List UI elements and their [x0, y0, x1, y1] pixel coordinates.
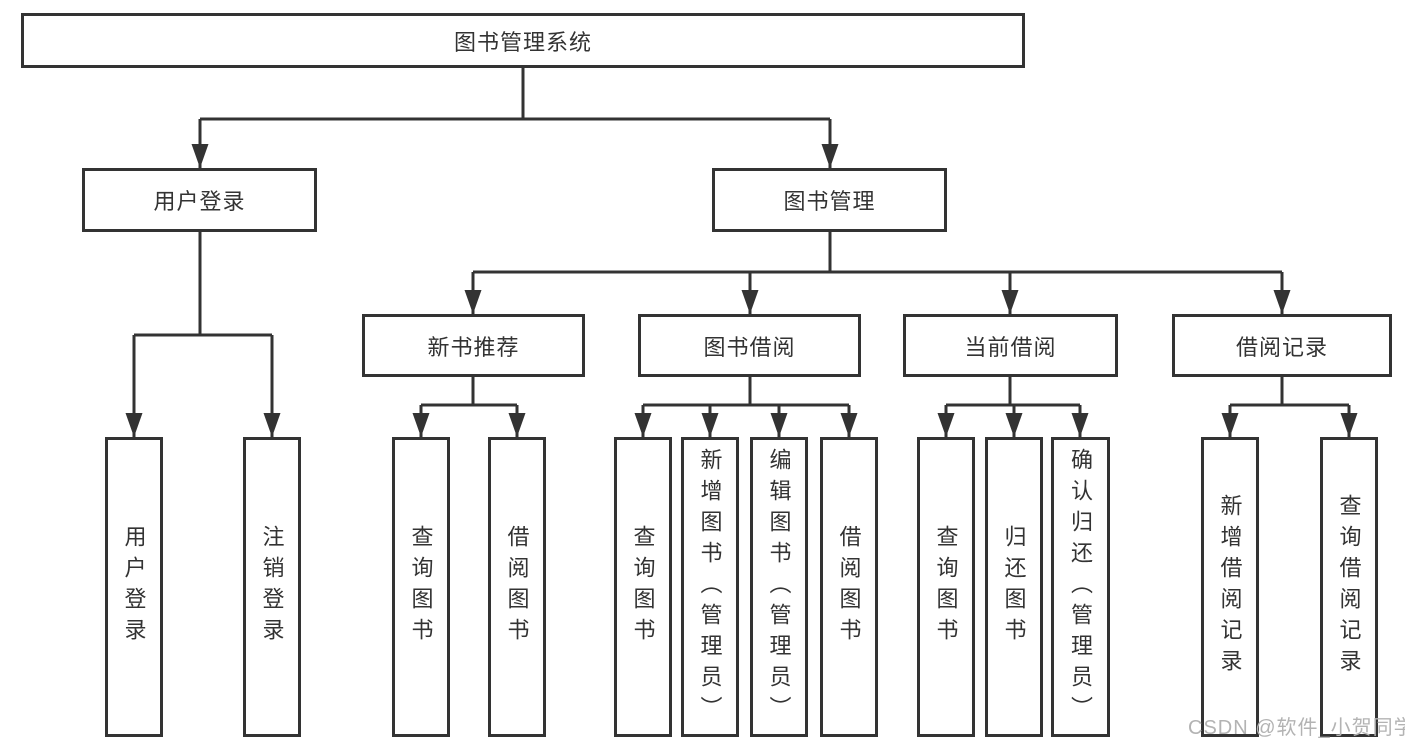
node-current-borrowing: 当前借阅: [903, 314, 1118, 377]
leaf-query-books-recommend: 查询图书: [392, 437, 450, 737]
node-borrowing-records: 借阅记录: [1172, 314, 1392, 377]
leaf-add-book-admin: 新增图书（管理员）: [681, 437, 739, 737]
leaf-query-books-borrowing: 查询图书: [614, 437, 672, 737]
node-new-book-recommendation: 新书推荐: [362, 314, 585, 377]
leaf-add-borrow-record: 新增借阅记录: [1201, 437, 1259, 737]
leaf-confirm-return-admin: 确认归还（管理员）: [1051, 437, 1110, 737]
leaf-return-books: 归还图书: [985, 437, 1043, 737]
leaf-query-books-current: 查询图书: [917, 437, 975, 737]
leaf-borrow-books-recommend: 借阅图书: [488, 437, 546, 737]
leaf-edit-book-admin: 编辑图书（管理员）: [750, 437, 808, 737]
leaf-borrow-books-borrowing: 借阅图书: [820, 437, 878, 737]
node-user-login: 用户登录: [82, 168, 317, 232]
node-root-system: 图书管理系统: [21, 13, 1025, 68]
node-book-borrowing: 图书借阅: [638, 314, 861, 377]
leaf-user-login: 用户登录: [105, 437, 163, 737]
leaf-query-borrow-record: 查询借阅记录: [1320, 437, 1378, 737]
leaf-logout: 注销登录: [243, 437, 301, 737]
watermark: CSDN @软件_小贺同学: [1188, 717, 1405, 739]
node-book-management: 图书管理: [712, 168, 947, 232]
